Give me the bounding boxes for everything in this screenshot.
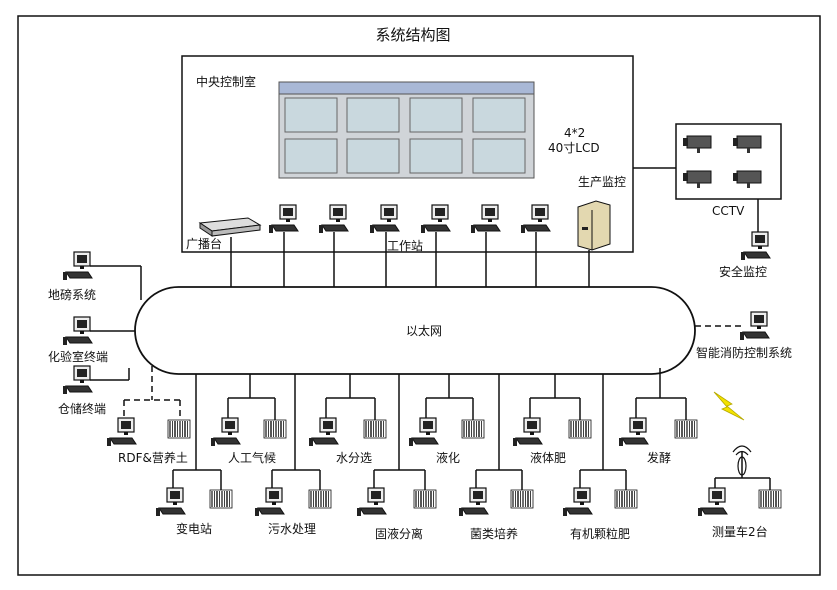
workstation-icons xyxy=(268,204,551,234)
server-icon xyxy=(577,200,611,251)
storage-terminal-icon xyxy=(62,365,93,395)
left-terminal-2: 仓储终端 xyxy=(58,401,106,416)
row1-pc-icon xyxy=(210,417,241,447)
row2-pc-icon xyxy=(356,487,387,517)
camera-icon xyxy=(732,135,762,154)
production-monitor-label: 生产监控 xyxy=(578,175,626,189)
row1-pc-icon xyxy=(512,417,543,447)
row1-plc-icon xyxy=(568,419,592,439)
row2-devices xyxy=(155,487,638,517)
workstation-icon xyxy=(470,204,501,234)
left-terminal-1: 化验室终端 xyxy=(48,349,108,364)
row1-plc-icon xyxy=(263,419,287,439)
security-monitor-icon xyxy=(740,231,771,261)
control-room-box xyxy=(181,55,634,253)
rdf-pc-icon xyxy=(106,417,137,447)
row1-label-3: 液化 xyxy=(436,450,460,465)
row1-devices xyxy=(210,417,698,447)
lcd-spec: 4*2 xyxy=(564,126,585,140)
row2-label-1: 污水处理 xyxy=(268,522,316,536)
row2-links xyxy=(172,374,627,490)
fire-system-icon xyxy=(739,311,770,341)
vehicle-pc-icon xyxy=(697,487,728,517)
lcd-size: 40寸LCD xyxy=(548,141,600,155)
row2-plc-icon xyxy=(209,489,233,509)
ethernet-label: 以太网 xyxy=(406,323,442,338)
row2-pc-icon xyxy=(458,487,489,517)
control-room-label: 中央控制室 xyxy=(196,74,256,89)
video-wall xyxy=(278,81,535,179)
row2-pc-icon xyxy=(254,487,285,517)
row2-plc-icon xyxy=(413,489,437,509)
row2-pc-icon xyxy=(155,487,186,517)
rdf-links xyxy=(123,366,181,420)
row2-plc-icon xyxy=(510,489,534,509)
row1-label-2: 水分选 xyxy=(336,451,372,465)
fire-system-label: 智能消防控制系统 xyxy=(696,345,792,360)
row1-links xyxy=(227,368,687,420)
row1-label-5: 发酵 xyxy=(647,450,671,465)
row1-plc-icon xyxy=(363,419,387,439)
broadcast-device-icon xyxy=(198,217,262,237)
row2-plc-icon xyxy=(308,489,332,509)
lab-terminal-icon xyxy=(62,316,93,346)
camera-icon xyxy=(682,135,712,154)
row1-label-1: 人工气候 xyxy=(228,450,276,465)
row1-label-4: 液体肥 xyxy=(530,450,566,465)
row2-pc-icon xyxy=(562,487,593,517)
workstation-label: 工作站 xyxy=(387,239,423,253)
outer-frame xyxy=(17,15,821,576)
row2-label-3: 菌类培养 xyxy=(470,526,518,541)
cctv-box xyxy=(675,123,782,200)
row1-pc-icon xyxy=(618,417,649,447)
row2-plc-icon xyxy=(614,489,638,509)
row1-pc-icon xyxy=(408,417,439,447)
camera-icon xyxy=(732,170,762,189)
vehicle-plc-icon xyxy=(758,489,782,509)
row2-label-0: 变电站 xyxy=(176,521,212,536)
workstation-icon xyxy=(268,204,299,234)
workstation-icon xyxy=(318,204,349,234)
workstation-icon xyxy=(369,204,400,234)
row1-plc-icon xyxy=(674,419,698,439)
left-links xyxy=(90,265,142,381)
workstation-icon xyxy=(520,204,551,234)
camera-icons xyxy=(682,135,762,189)
row2-label-4: 有机颗粒肥 xyxy=(570,526,630,541)
broadcast-label: 广播台 xyxy=(186,236,222,251)
cctv-label: CCTV xyxy=(712,204,745,218)
camera-icon xyxy=(682,170,712,189)
row2-label-2: 固液分离 xyxy=(375,526,423,541)
workstation-icon xyxy=(420,204,451,234)
wireless-signal-icon xyxy=(713,391,745,421)
rdf-plc-icon xyxy=(167,419,191,439)
diagram-title: 系统结构图 xyxy=(375,26,450,44)
row1-label-0: RDF&营养土 xyxy=(118,450,188,465)
vehicle-links xyxy=(714,475,771,490)
security-monitor-label: 安全监控 xyxy=(719,264,767,279)
row2-label-5: 测量车2台 xyxy=(712,524,768,539)
left-terminal-0: 地磅系统 xyxy=(48,287,96,302)
row1-pc-icon xyxy=(308,417,339,447)
row1-plc-icon xyxy=(461,419,485,439)
weighbridge-icon xyxy=(62,251,93,281)
antenna-icon xyxy=(732,445,752,476)
control-links xyxy=(230,232,590,287)
